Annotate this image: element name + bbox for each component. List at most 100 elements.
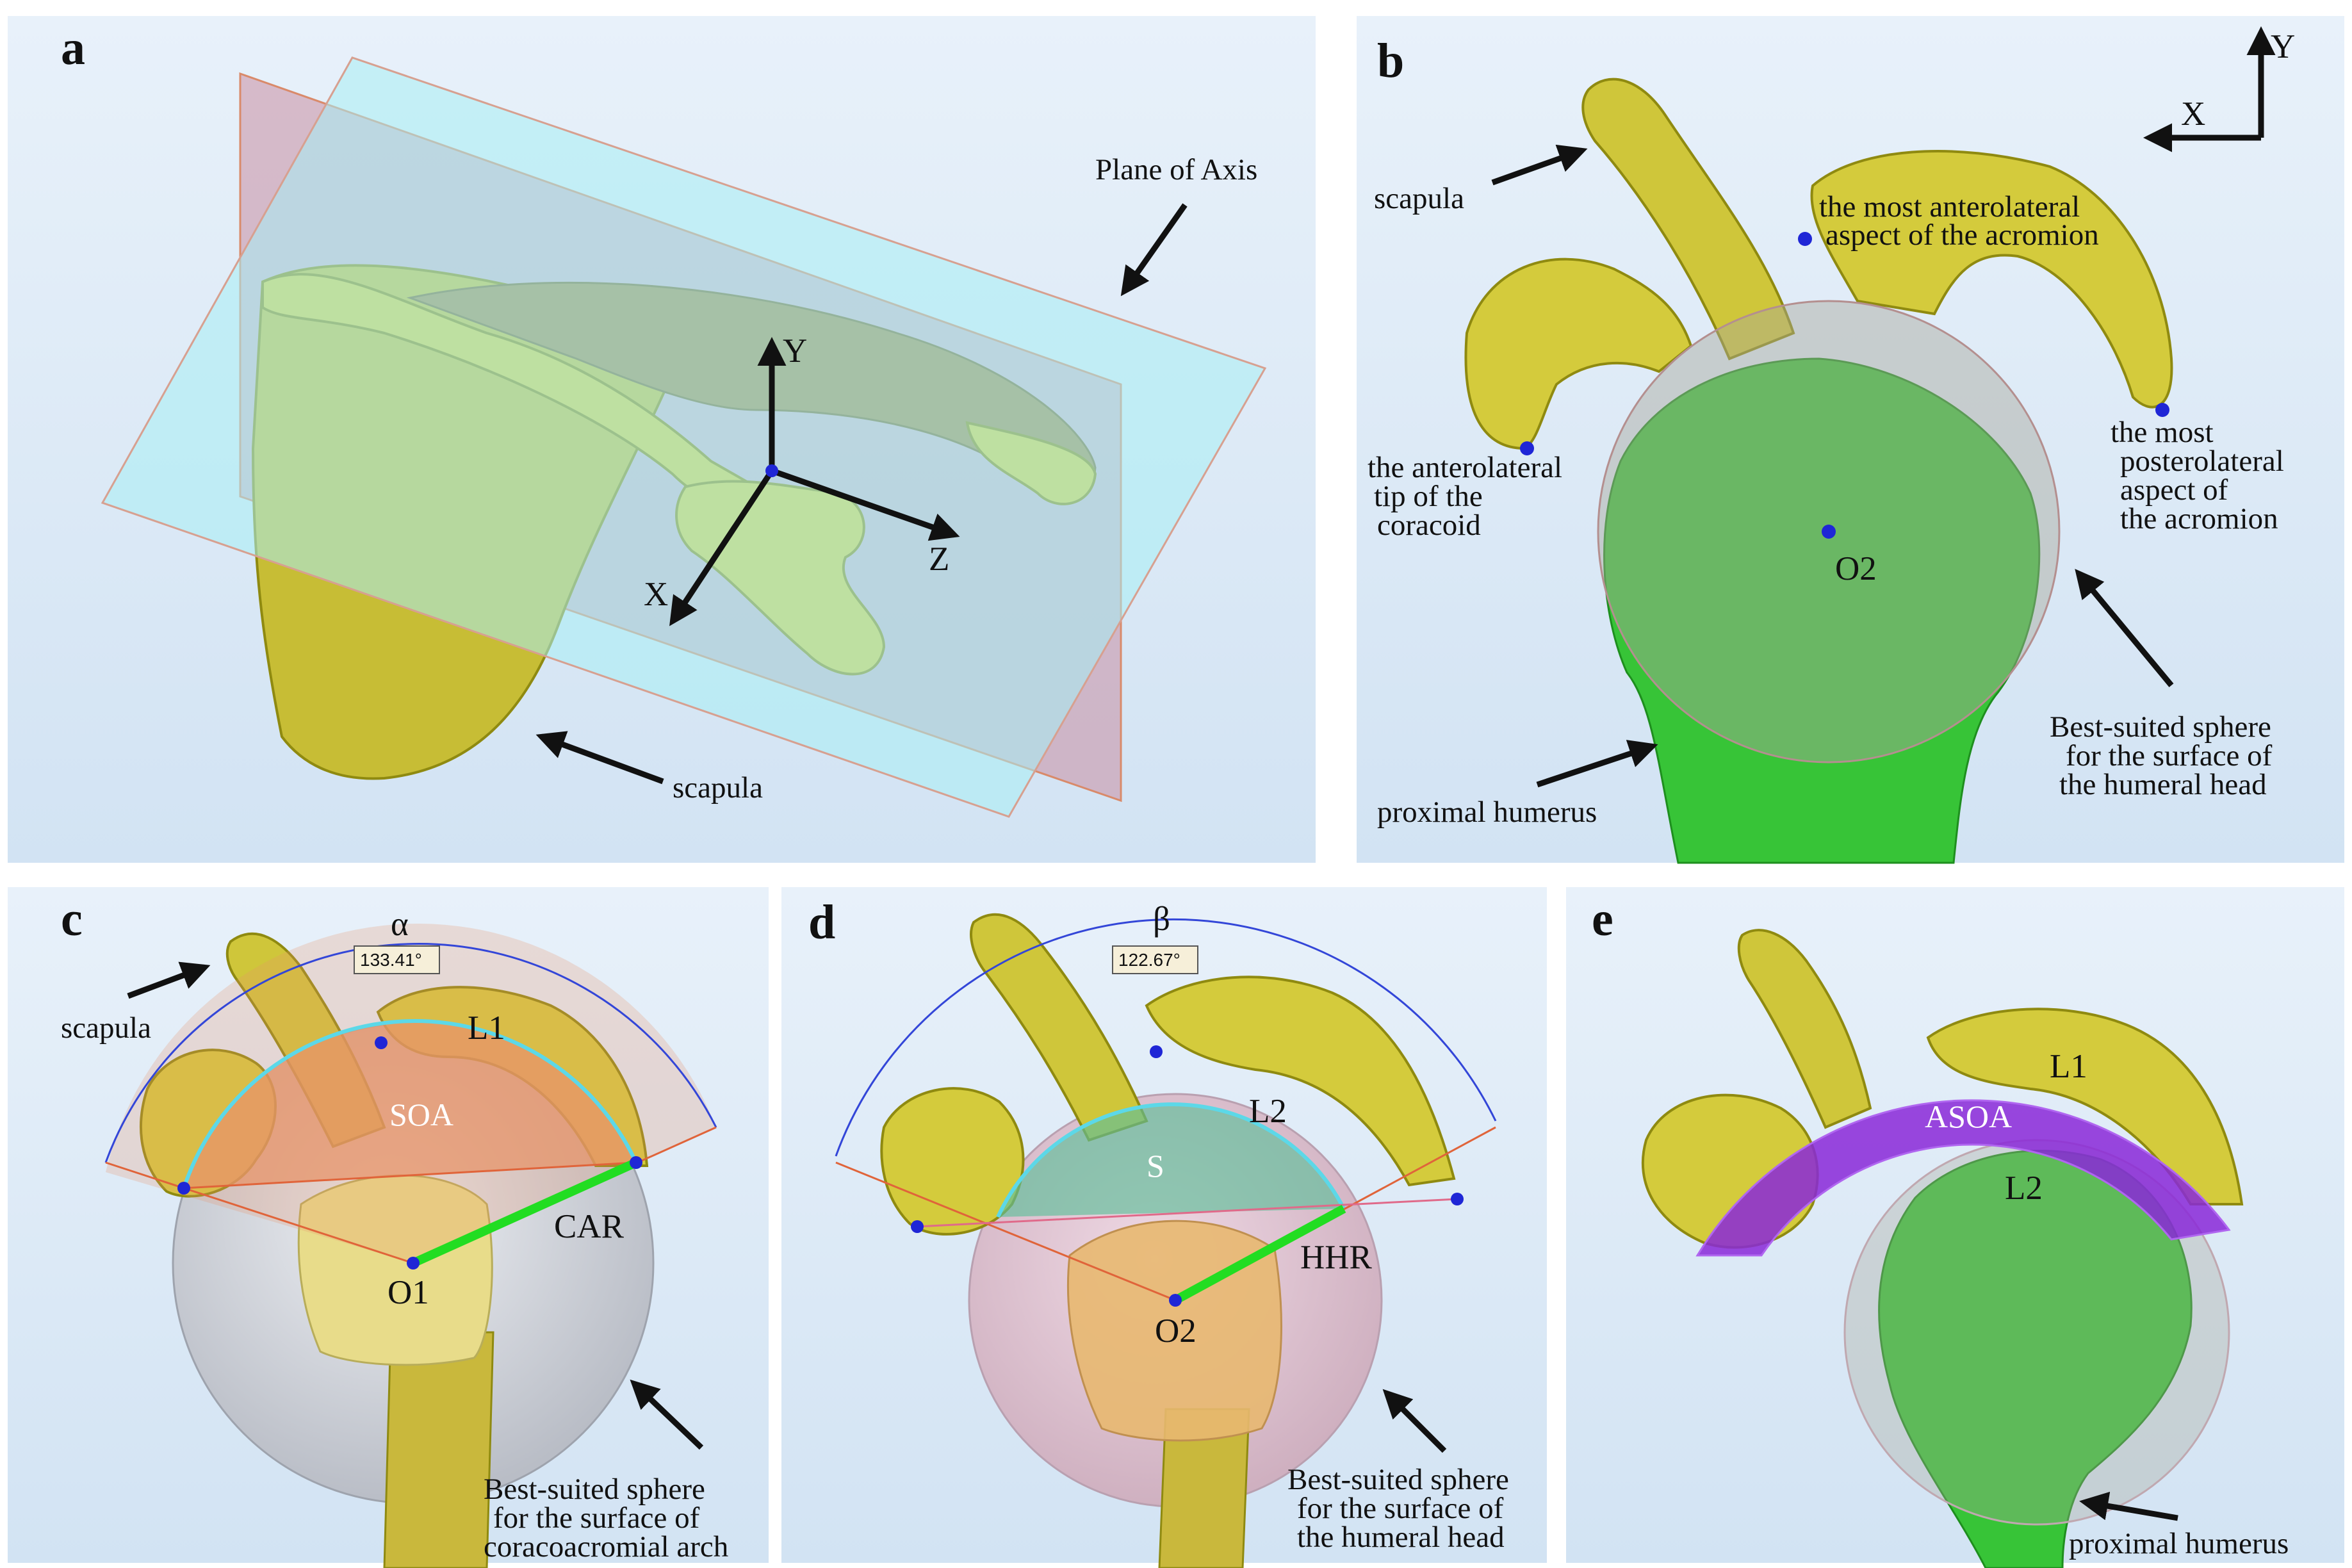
acromion-anterolateral-text-1: the most anterolateral	[1819, 190, 2080, 224]
chord-c	[183, 1161, 637, 1189]
o1-label: O1	[388, 1274, 429, 1311]
sphere-text-3-b: the humeral head	[2059, 768, 2267, 801]
panel-d: d β 122.67° L2 S HHR O2 Best-suited sphe…	[781, 887, 1547, 1568]
l2-label-d: L2	[1249, 1093, 1287, 1130]
sphere-text-1-d: Best-suited sphere	[1287, 1463, 1509, 1496]
scapula-arrow-a	[535, 731, 664, 785]
s-label: S	[1147, 1148, 1164, 1184]
panel-e: e L1 ASOA L2 proximal humerus	[1566, 887, 2344, 1568]
panel-a-letter: a	[61, 21, 85, 75]
humerus-label-e: proximal humerus	[2069, 1527, 2289, 1560]
hhr-label: HHR	[1300, 1239, 1373, 1276]
scapula-label-c: scapula	[61, 1011, 151, 1045]
point-acromion-d	[1451, 1193, 1464, 1205]
radius-line-c	[411, 1158, 638, 1268]
panel-b: b Y X scapula the most anterolateral asp…	[1357, 16, 2344, 864]
soa-area	[184, 1021, 636, 1188]
posterolateral-text-4: the acromion	[2120, 502, 2278, 535]
asoa-label: ASOA	[1925, 1098, 2012, 1134]
scapula-label-a: scapula	[673, 771, 763, 804]
l1-label-c: L1	[468, 1009, 505, 1047]
posterolateral-text-1: the most	[2111, 416, 2214, 449]
s-area	[998, 1104, 1344, 1217]
point-l1-c	[375, 1036, 388, 1049]
sphere-text-3-d: the humeral head	[1297, 1521, 1505, 1554]
sphere-text-1-b: Best-suited sphere	[2050, 710, 2271, 744]
sphere-text-2-d: for the surface of	[1297, 1492, 1504, 1525]
cyan-plane	[101, 56, 1267, 818]
arc-cyan-d	[996, 1102, 1346, 1218]
axis-y-label: Y	[783, 332, 807, 370]
sphere-arrow-d	[1382, 1389, 1447, 1453]
coracoid-text-3: coracoid	[1377, 509, 1481, 542]
center-label-b: O2	[1835, 550, 1877, 587]
humerus-shaft-c	[383, 1331, 494, 1568]
radius-line-d	[1173, 1204, 1346, 1305]
arc-blue-d	[835, 918, 1497, 1157]
o2-label-d: O2	[1155, 1312, 1196, 1350]
point-l2-d	[1150, 1045, 1163, 1058]
point-coracoid-d	[911, 1220, 924, 1233]
scapula-label-b: scapula	[1374, 182, 1464, 215]
panel-c-letter: c	[61, 892, 83, 946]
angle-value-c: 133.41°	[360, 950, 422, 970]
sphere-arrow-c	[630, 1379, 704, 1450]
angle-value-d: 122.67°	[1118, 950, 1180, 970]
point-acromion-c	[630, 1156, 642, 1169]
acromion-e	[1926, 1008, 2244, 1205]
point-acromion-anterolateral	[1798, 232, 1812, 246]
sphere-arrow-b	[2075, 569, 2174, 687]
soa-label: SOA	[389, 1097, 453, 1132]
axis-z-label: Z	[929, 541, 949, 578]
humerus-arrow-e	[2079, 1491, 2178, 1521]
scapula-arrow-b	[1491, 144, 1588, 186]
posterolateral-text-3: aspect of	[2120, 473, 2228, 507]
coracoid-text-2: tip of the	[1374, 480, 1483, 513]
point-coracoid-tip	[1520, 441, 1534, 455]
axis-x-label-b: X	[2181, 95, 2205, 133]
origin-point	[765, 464, 778, 477]
glenoid-c	[297, 1174, 493, 1366]
humerus-label-b: proximal humerus	[1377, 796, 1597, 829]
angle-symbol-d: β	[1153, 901, 1170, 938]
angle-box-d	[1112, 945, 1198, 974]
panel-e-letter: e	[1592, 892, 1613, 946]
scapula-spine-b	[1581, 78, 1795, 361]
l1-label-e: L1	[2050, 1048, 2087, 1085]
panel-b-letter: b	[1377, 34, 1404, 88]
axis-y-label-b: Y	[2271, 28, 2295, 65]
plane-of-axis-label: Plane of Axis	[1095, 153, 1257, 186]
chord-d	[917, 1198, 1458, 1228]
sphere-text-2-c: for the surface of	[493, 1501, 700, 1535]
arc-cyan-c	[182, 1019, 638, 1189]
arc-blue-c	[104, 943, 717, 1163]
fan-edge-left-c	[105, 1161, 414, 1264]
acromion-d	[1145, 976, 1456, 1187]
angle-symbol-c: α	[391, 906, 409, 943]
asoa-band	[1695, 1099, 2231, 1257]
fan-edge-left-d	[835, 1161, 1176, 1302]
coracoid-b	[1464, 257, 1693, 450]
car-label: CAR	[554, 1208, 625, 1245]
scapula-arrow-c	[127, 961, 211, 999]
point-o2-d	[1169, 1294, 1182, 1307]
panel-c: c α 133.41° scapula L1 SOA CAR O1 Best-s…	[8, 887, 769, 1568]
acromion-anterolateral-text-2: aspect of the acromion	[1825, 218, 2099, 252]
posterolateral-text-2: posterolateral	[2120, 445, 2284, 478]
humerus-arrow-b	[1536, 740, 1658, 788]
humerus-b	[1603, 357, 2041, 864]
point-o1	[407, 1257, 420, 1270]
axis-z	[771, 468, 960, 541]
axis-x-label: X	[644, 576, 668, 613]
scapula-spine-e	[1737, 929, 1872, 1129]
coracoid-text-1: the anterolateral	[1368, 451, 1562, 484]
point-o2-b	[1822, 525, 1836, 539]
point-acromion-posterolateral	[2155, 403, 2169, 417]
angle-box-c	[354, 945, 440, 974]
plane-arrow	[1120, 203, 1188, 297]
axis-x	[669, 469, 774, 626]
point-coracoid-c	[177, 1182, 190, 1195]
sphere-text-1-c: Best-suited sphere	[484, 1473, 705, 1506]
acromion-b	[1810, 150, 2173, 409]
